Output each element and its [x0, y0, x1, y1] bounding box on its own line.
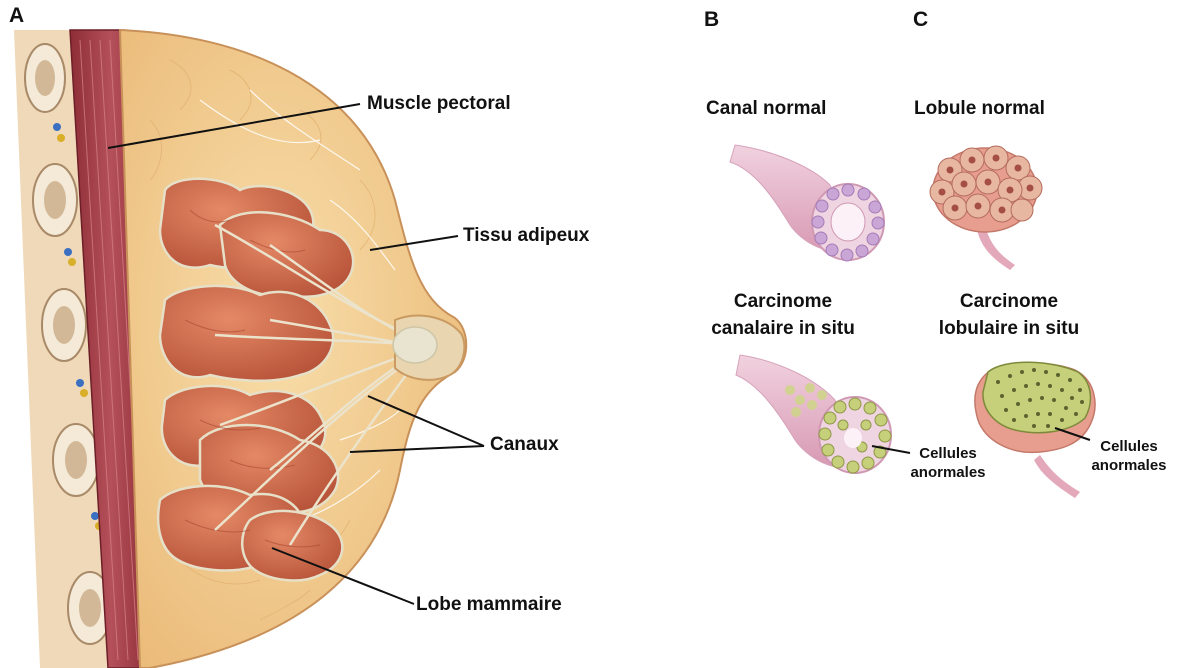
lactiferous-sinus — [393, 327, 437, 363]
title-canal-normal: Canal normal — [706, 98, 826, 120]
title-carcinome-lobulaire: Carcinome lobulaire in situ — [914, 288, 1104, 342]
label-cells-b-line1: Cellules — [903, 444, 993, 463]
title-carcinome-lobulaire-line2: lobulaire in situ — [914, 315, 1104, 342]
label-cells-c-line1: Cellules — [1084, 437, 1174, 456]
label-tissu-adipeux: Tissu adipeux — [463, 225, 589, 247]
title-carcinome-canalaire-line1: Carcinome — [688, 288, 878, 315]
label-canaux: Canaux — [490, 434, 559, 456]
label-cellules-anormales-c: Cellules anormales — [1084, 437, 1174, 475]
label-muscle-pectoral: Muscle pectoral — [367, 93, 511, 115]
label-cellules-anormales-b: Cellules anormales — [903, 444, 993, 482]
label-cells-b-line2: anormales — [903, 463, 993, 482]
title-carcinome-canalaire-line2: canalaire in situ — [688, 315, 878, 342]
title-carcinome-lobulaire-line1: Carcinome — [914, 288, 1104, 315]
label-lobe-mammaire: Lobe mammaire — [416, 594, 562, 616]
title-carcinome-canalaire: Carcinome canalaire in situ — [688, 288, 878, 342]
title-lobule-normal: Lobule normal — [914, 98, 1045, 120]
label-cells-c-line2: anormales — [1084, 456, 1174, 475]
